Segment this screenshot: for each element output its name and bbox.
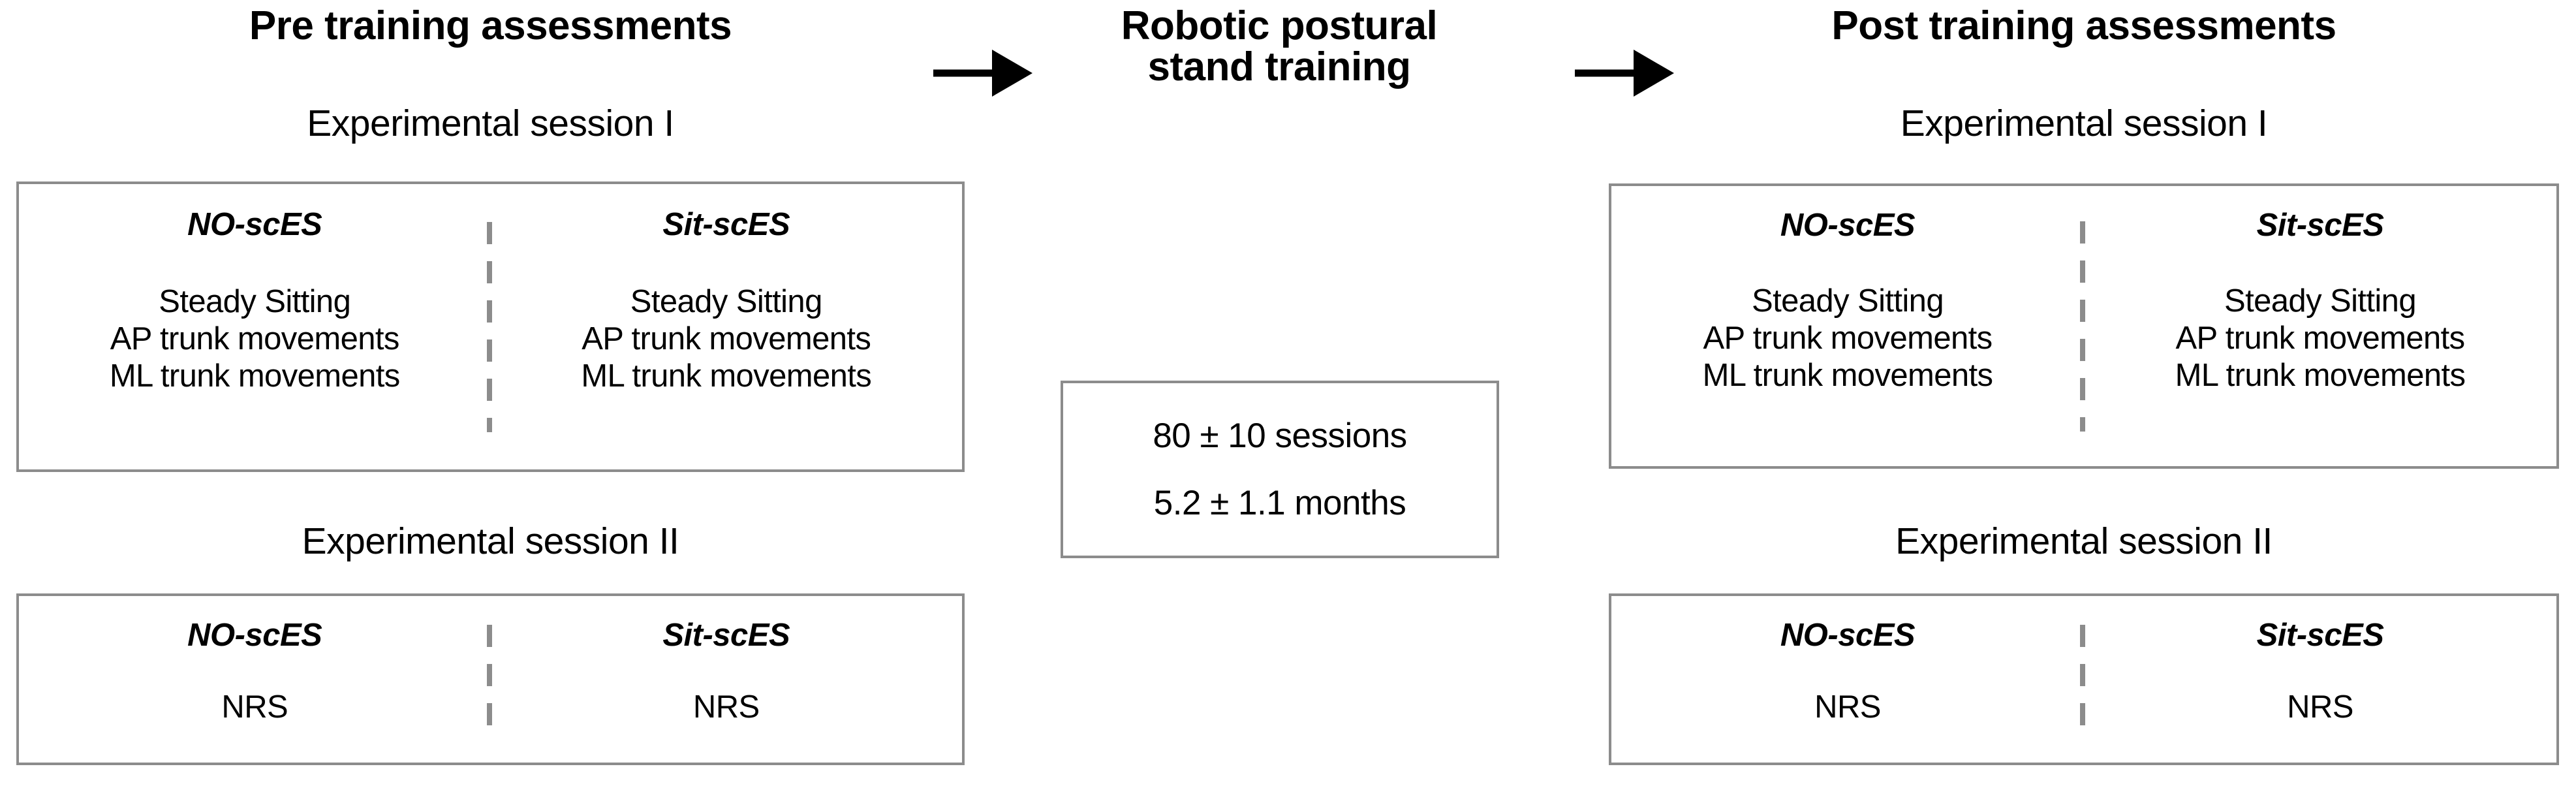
post-session-one-title: Experimental session I [1900, 102, 2268, 144]
task-item: AP trunk movements [2175, 320, 2465, 356]
task-item: ML trunk movements [109, 358, 400, 394]
pre-session-two-sit-sces-column: Sit-scES NRS [491, 596, 963, 763]
pre-session-two-no-sces-label: NO-scES [187, 618, 322, 653]
pre-session-one-box: NO-scES Steady Sitting AP trunk movement… [16, 181, 965, 472]
post-session-two-title: Experimental session II [1895, 520, 2273, 562]
post-session-one-divider [2080, 221, 2085, 432]
post-session-one-sit-sces-column: Sit-scES Steady Sitting AP trunk movemen… [2084, 186, 2556, 466]
pre-session-one-sit-sces-label: Sit-scES [662, 207, 790, 242]
pre-session-one-no-sces-column: NO-scES Steady Sitting AP trunk movement… [19, 184, 491, 469]
post-session-two-no-sces-column: NO-scES NRS [1611, 596, 2084, 763]
pre-session-one-title: Experimental session I [307, 102, 674, 144]
pre-session-one-sit-sces-column: Sit-scES Steady Sitting AP trunk movemen… [491, 184, 963, 469]
pre-session-one-no-sces-label: NO-scES [187, 207, 322, 242]
post-session-two-sit-sces-label: Sit-scES [2256, 618, 2384, 653]
post-session-two-no-sces-tasks: NRS [1814, 689, 1881, 726]
task-item: Steady Sitting [1752, 283, 1944, 319]
task-item: Steady Sitting [159, 284, 351, 319]
task-item: AP trunk movements [582, 321, 871, 356]
training-duration-box: 80 ± 10 sessions 5.2 ± 1.1 months [1061, 381, 1499, 558]
pre-session-two-divider [487, 625, 492, 739]
pre-session-two-box: NO-scES NRS Sit-scES NRS [16, 593, 965, 765]
pre-session-two-no-sces-column: NO-scES NRS [19, 596, 491, 763]
post-training-column-title: Post training assessments [1831, 3, 2336, 48]
task-item: NRS [1814, 689, 1881, 725]
pre-session-two-sit-sces-tasks: NRS [693, 689, 760, 726]
task-item: ML trunk movements [1702, 357, 1993, 393]
task-item: Steady Sitting [2224, 283, 2417, 319]
training-sessions-count: 80 ± 10 sessions [1153, 417, 1407, 455]
arrow-head [992, 50, 1032, 97]
post-session-one-sit-sces-tasks: Steady Sitting AP trunk movements ML tru… [2175, 283, 2466, 394]
arrow-shaft [933, 69, 1001, 77]
task-item: ML trunk movements [2175, 357, 2466, 393]
post-session-one-box: NO-scES Steady Sitting AP trunk movement… [1609, 183, 2559, 469]
task-item: AP trunk movements [1703, 320, 1993, 356]
task-item: ML trunk movements [581, 358, 872, 394]
arrow-shaft [1575, 69, 1643, 77]
task-item: AP trunk movements [110, 321, 400, 356]
post-session-two-divider [2080, 625, 2085, 739]
post-session-one-no-sces-label: NO-scES [1780, 208, 1916, 243]
arrow-right-icon-training-to-post [1575, 50, 1674, 97]
post-session-two-sit-sces-column: Sit-scES NRS [2084, 596, 2556, 763]
pre-session-one-sit-sces-tasks: Steady Sitting AP trunk movements ML tru… [581, 283, 871, 394]
training-column-title: Robotic postural stand training [1121, 3, 1438, 90]
post-session-two-box: NO-scES NRS Sit-scES NRS [1609, 593, 2559, 765]
pre-session-two-no-sces-tasks: NRS [221, 689, 288, 726]
task-item: NRS [221, 689, 288, 725]
training-duration-months: 5.2 ± 1.1 months [1153, 484, 1406, 522]
task-item: NRS [692, 689, 760, 725]
pre-session-two-title: Experimental session II [302, 520, 679, 562]
post-session-two-sit-sces-tasks: NRS [2287, 689, 2353, 726]
task-item: Steady Sitting [630, 284, 823, 319]
post-session-one-sit-sces-label: Sit-scES [2256, 208, 2384, 243]
pre-session-one-divider [487, 222, 492, 432]
post-session-one-no-sces-column: NO-scES Steady Sitting AP trunk movement… [1611, 186, 2084, 466]
pre-session-two-sit-sces-label: Sit-scES [662, 618, 790, 653]
arrow-head [1634, 50, 1674, 97]
arrow-right-icon-pre-to-training [933, 50, 1032, 97]
post-session-two-no-sces-label: NO-scES [1780, 618, 1916, 653]
task-item: NRS [2287, 689, 2353, 725]
pre-training-column-title: Pre training assessments [249, 3, 732, 48]
post-session-one-no-sces-tasks: Steady Sitting AP trunk movements ML tru… [1703, 283, 1993, 394]
pre-session-one-no-sces-tasks: Steady Sitting AP trunk movements ML tru… [110, 283, 400, 394]
